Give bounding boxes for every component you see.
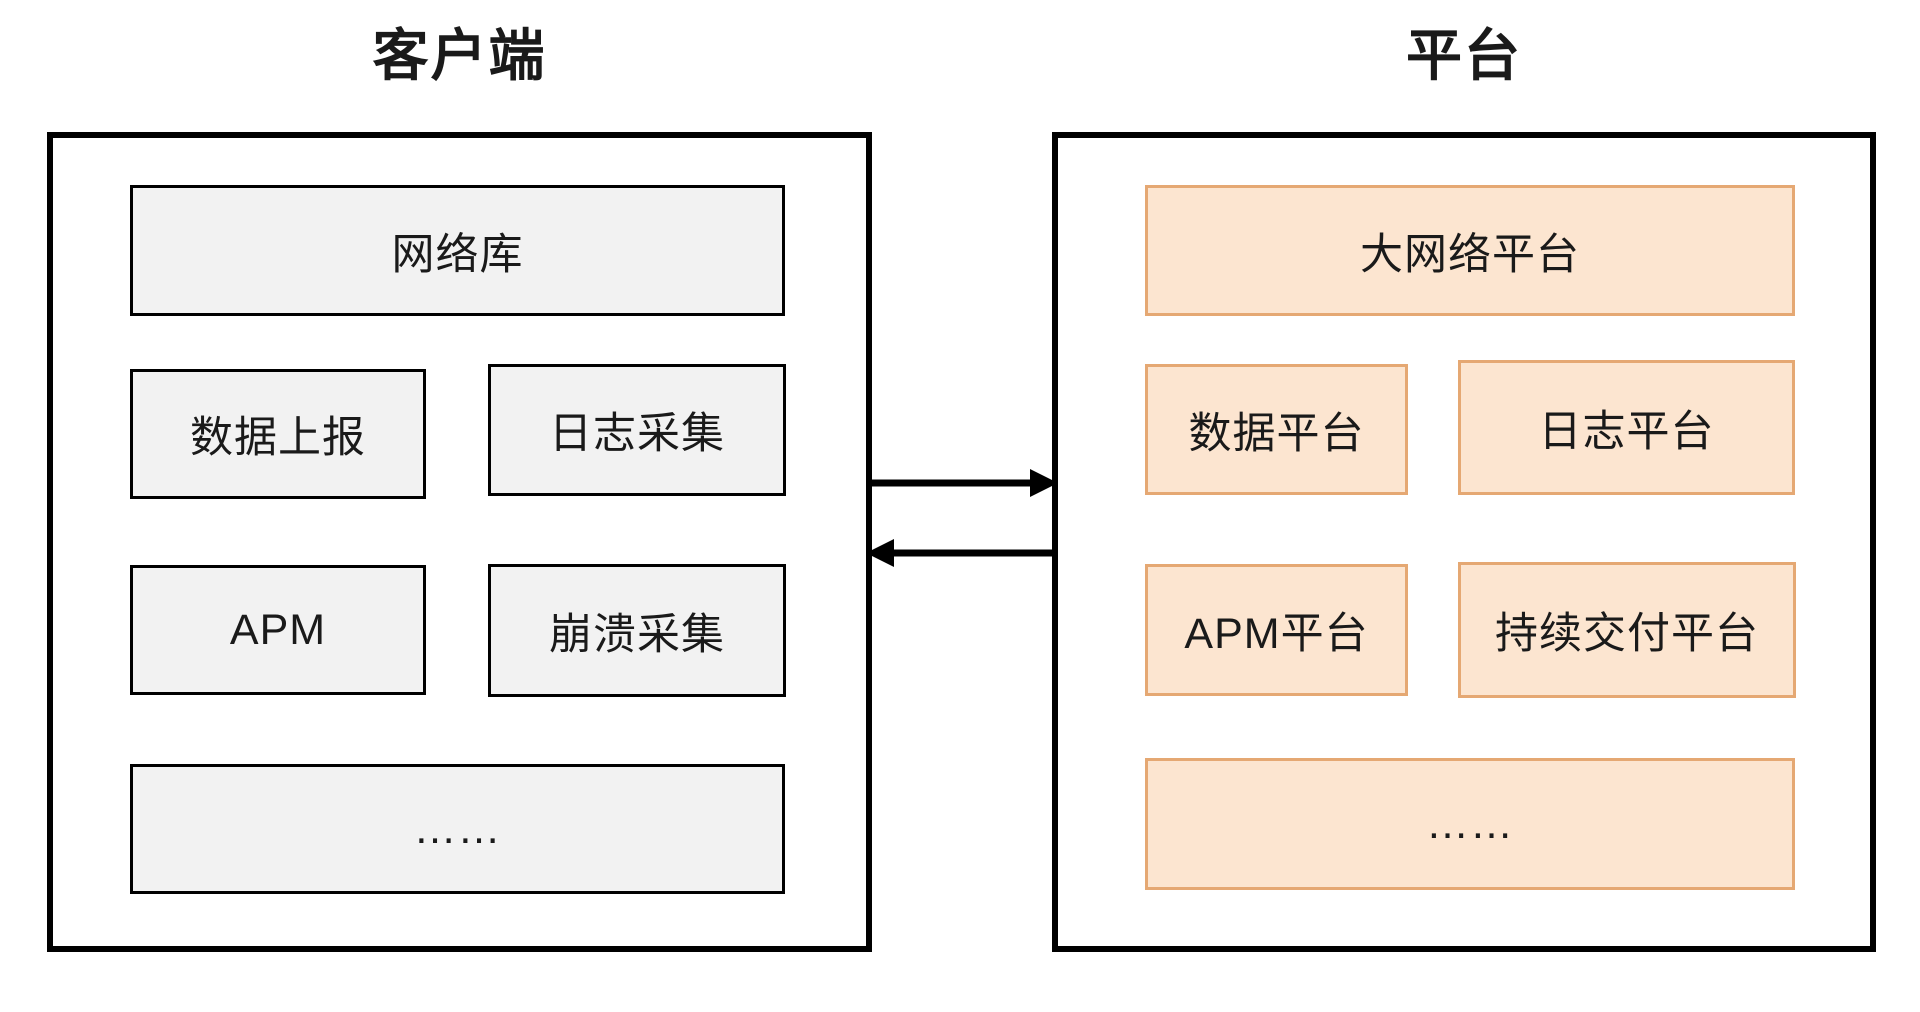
box-data-platform: 数据平台 — [1145, 364, 1408, 495]
box-network-lib: 网络库 — [130, 185, 785, 316]
box-log-collect: 日志采集 — [488, 364, 786, 496]
box-cd-platform: 持续交付平台 — [1458, 562, 1796, 698]
arrow-left-head-icon — [866, 539, 894, 567]
box-big-network-platform: 大网络平台 — [1145, 185, 1795, 316]
box-apm: APM — [130, 565, 426, 695]
box-log-platform: 日志平台 — [1458, 360, 1795, 495]
box-apm-platform: APM平台 — [1145, 564, 1408, 696]
arrow-right-head-icon — [1030, 469, 1058, 497]
box-data-report: 数据上报 — [130, 369, 426, 499]
platform-title: 平台 — [1406, 24, 1522, 87]
arrow-platform-to-client-icon — [866, 539, 1058, 567]
arrow-client-to-platform-icon — [866, 469, 1058, 497]
client-title: 客户端 — [372, 24, 547, 87]
box-crash-collect: 崩溃采集 — [488, 564, 786, 697]
panel-arrows — [866, 469, 1058, 567]
box-client-more: …… — [130, 764, 785, 894]
box-platform-more: …… — [1145, 758, 1795, 890]
